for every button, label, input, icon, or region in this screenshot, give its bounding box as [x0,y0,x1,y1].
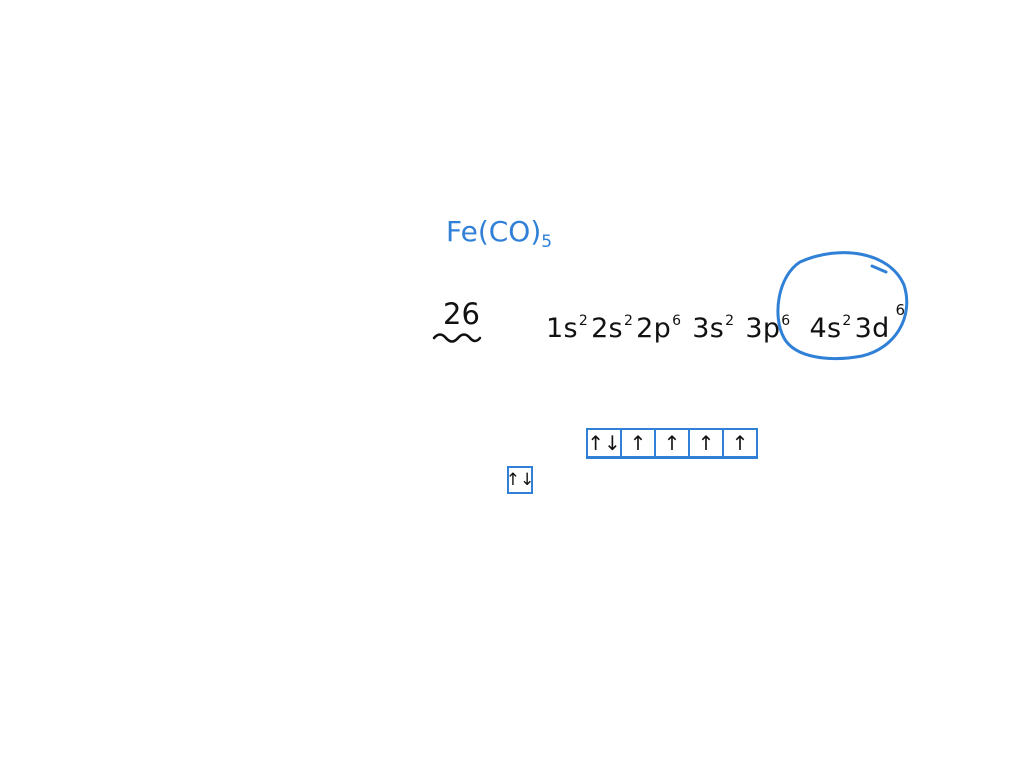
config-term: 2p6 [636,314,684,342]
formula-subscript: 5 [541,232,553,252]
orbital-label: 2s [591,313,623,344]
4s-orbital-box: ↑↓ [506,466,534,494]
electron-count: 6 [895,301,906,319]
wavy-underline [432,333,482,343]
config-term: 3s2 [692,314,737,342]
electron-count: 2 [623,313,634,329]
compound-formula: Fe(CO)5 [446,218,552,251]
orbital-label: 3p [745,313,781,344]
orbital-label: 1s [546,313,578,344]
3d-orbital-boxes: ↑↓ ↑ ↑ ↑ ↑ [586,428,758,459]
orbital-label: 4s [809,313,842,344]
formula-element: Fe [446,215,478,248]
orbital-box: ↑ [654,430,688,456]
config-term: 3d 6 [854,301,909,344]
config-term: 1s2 [546,314,591,342]
config-term: 2s2 [591,314,636,342]
config-term: 4s2 [810,314,855,342]
electron-count: 6 [672,313,682,329]
electron-count: 2 [578,313,589,329]
orbital-box: ↑↓ [587,431,621,455]
config-term: 3p6 [745,314,793,342]
orbital-box: ↑ [688,430,722,456]
electron-count: 2 [725,313,735,329]
orbital-label: 2p [636,313,672,344]
electron-count: 6 [781,313,791,329]
orbital-label: 3s [692,313,725,344]
orbital-box: ↑ [620,430,654,456]
atomic-number: 26 [443,297,480,331]
electron-count: 2 [842,313,852,329]
formula-ligand: (CO) [477,215,542,248]
orbital-box: ↑ [722,430,756,456]
orbital-label: 3d [854,313,890,344]
